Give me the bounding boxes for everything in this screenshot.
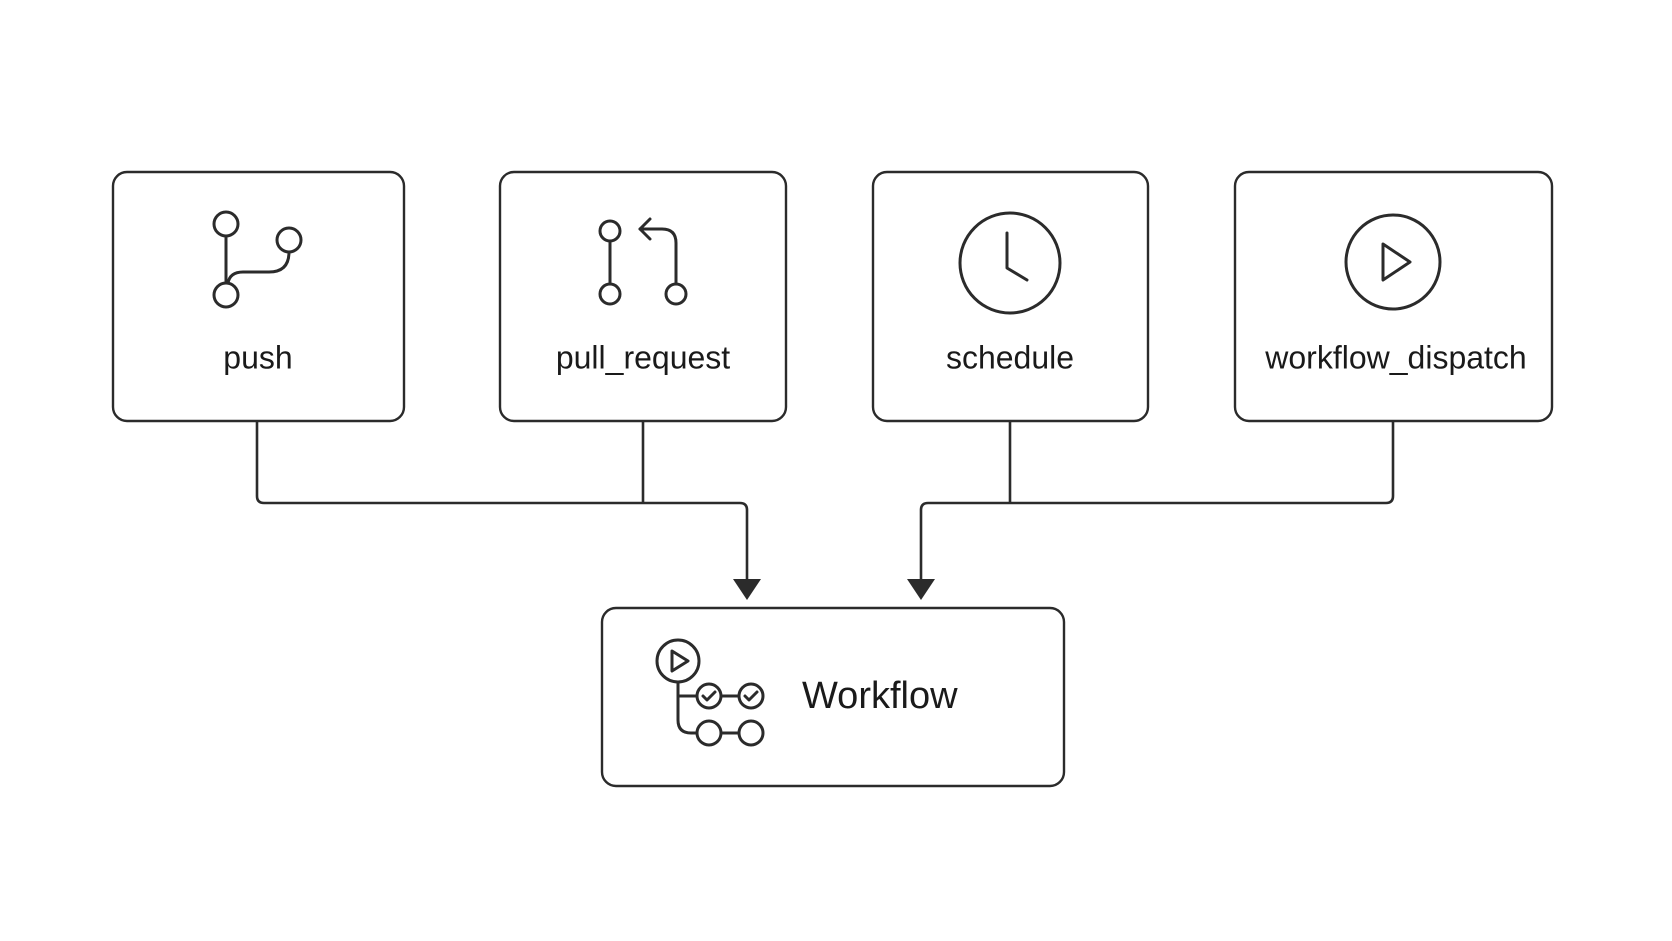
trigger-node-push: push xyxy=(111,170,406,423)
connector-push-to-workflow xyxy=(255,421,749,580)
git-branch-icon xyxy=(212,210,303,309)
play-circle-icon xyxy=(1344,213,1442,311)
trigger-node-pull-request: pull_request xyxy=(498,170,788,423)
trigger-box-workflow-dispatch xyxy=(1233,170,1554,423)
trigger-box-schedule xyxy=(871,170,1150,423)
connectors xyxy=(255,421,1395,600)
trigger-label-push: push xyxy=(223,339,292,375)
trigger-box-pull-request xyxy=(498,170,788,423)
workflow-label: Workflow xyxy=(802,675,958,717)
git-pull-request-icon xyxy=(598,217,688,306)
trigger-box-push xyxy=(111,170,406,423)
trigger-node-workflow-dispatch: workflow_dispatch xyxy=(1233,170,1554,423)
clock-icon xyxy=(958,211,1062,315)
workflow-node: Workflow xyxy=(600,606,1066,788)
trigger-label-workflow-dispatch: workflow_dispatch xyxy=(1264,339,1526,375)
arrowhead-right xyxy=(907,579,935,600)
trigger-label-pull-request: pull_request xyxy=(556,339,730,375)
trigger-label-schedule: schedule xyxy=(946,339,1074,375)
arrowhead-left xyxy=(733,579,761,600)
workflow-icon xyxy=(655,638,765,747)
trigger-node-schedule: schedule xyxy=(871,170,1150,423)
connector-dispatch-to-workflow xyxy=(919,421,1395,580)
